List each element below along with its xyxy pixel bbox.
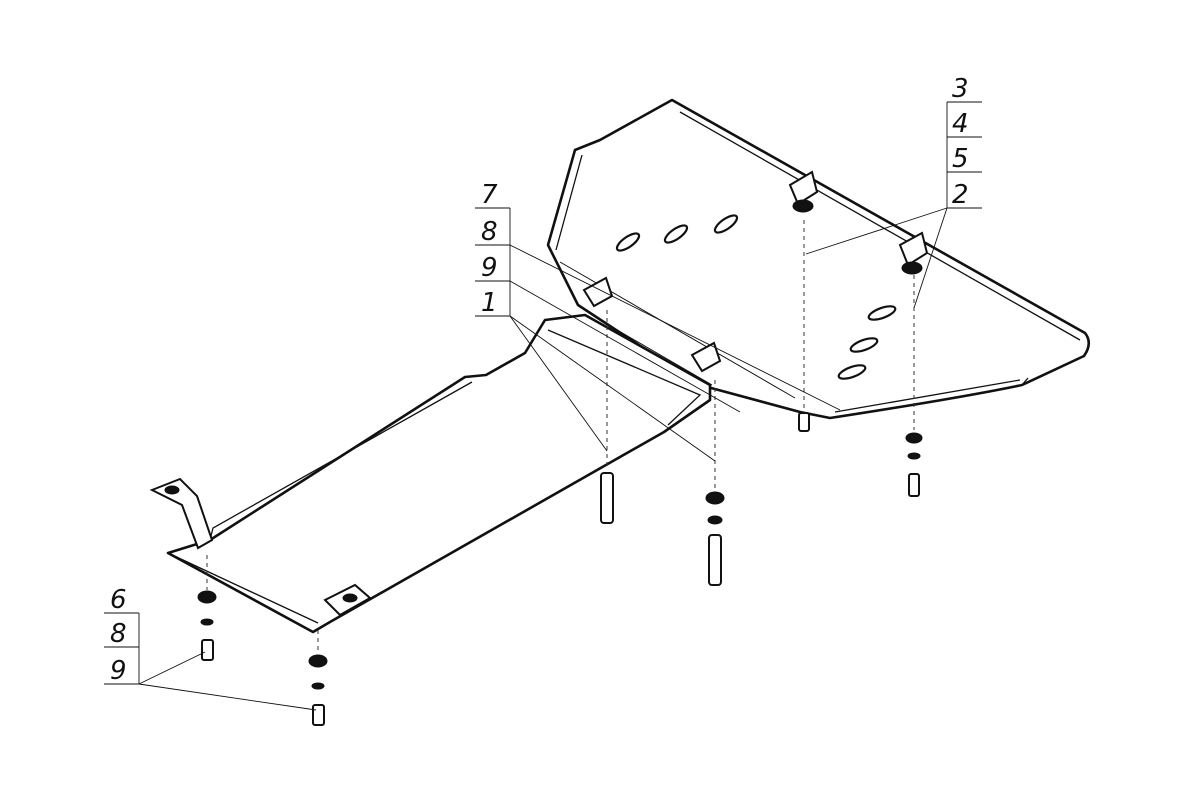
fasteners	[197, 412, 923, 726]
callout-num-9-lower: 9	[110, 656, 127, 686]
callout-middle: 7 8 9 1	[475, 180, 841, 462]
callout-num-2: 2	[952, 180, 969, 210]
callout-num-7: 7	[481, 180, 498, 210]
front-skid-plate	[149, 313, 713, 634]
callout-num-3: 3	[952, 74, 969, 104]
callout-lower-left: 6 8 9	[104, 585, 317, 711]
front-plate-end-brackets	[149, 477, 372, 617]
callout-num-4: 4	[952, 109, 969, 139]
callout-num-9: 9	[481, 253, 498, 283]
callout-num-5: 5	[952, 144, 969, 174]
rear-plate-brackets	[582, 170, 929, 373]
callout-upper-right: 3 4 5 2	[805, 74, 982, 309]
rear-skid-plate	[546, 98, 1091, 420]
callout-num-1: 1	[481, 288, 498, 318]
callout-num-8: 8	[481, 217, 498, 247]
callout-num-6: 6	[110, 585, 127, 615]
plate-slots	[615, 214, 897, 380]
callout-num-8-lower: 8	[110, 619, 127, 649]
